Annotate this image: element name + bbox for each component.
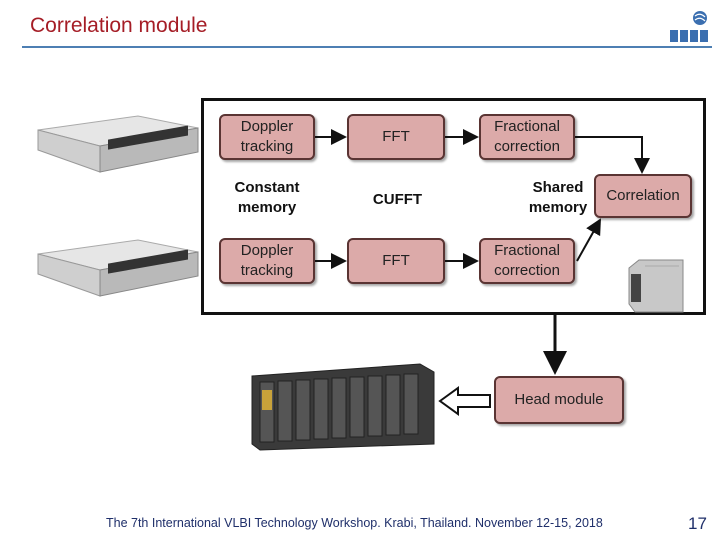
blade-chassis-icon xyxy=(251,363,435,451)
footer-text: The 7th International VLBI Technology Wo… xyxy=(106,516,603,530)
page-title: Correlation module xyxy=(30,14,208,37)
fft-box-bottom: FFT xyxy=(347,238,445,284)
processing-frame xyxy=(201,98,706,315)
institute-logo xyxy=(670,11,708,42)
head-module-box: Head module xyxy=(494,376,624,424)
title-divider xyxy=(22,46,712,48)
arrow-fractional-top-correlation xyxy=(575,136,650,174)
correlation-box: Correlation xyxy=(594,174,692,218)
arrow-head-module-chassis xyxy=(438,386,491,416)
rack-server-bottom-icon xyxy=(37,239,199,297)
arrow-fractional-bottom-correlation xyxy=(576,218,601,262)
doppler-tracking-box-top: Doppler tracking xyxy=(219,114,315,160)
page-number: 17 xyxy=(688,514,707,533)
fractional-correction-box-top: Fractional correction xyxy=(479,114,575,160)
fractional-correction-box-bottom: Fractional correction xyxy=(479,238,575,284)
shared-memory-label: Shared memory xyxy=(528,179,588,217)
fft-box-top: FFT xyxy=(347,114,445,160)
doppler-tracking-box-bottom: Doppler tracking xyxy=(219,238,315,284)
rack-server-top-icon xyxy=(37,115,199,173)
cufft-label: CUFFT xyxy=(372,191,423,208)
gpu-card-icon xyxy=(628,259,684,313)
constant-memory-label: Constant memory xyxy=(234,179,300,217)
